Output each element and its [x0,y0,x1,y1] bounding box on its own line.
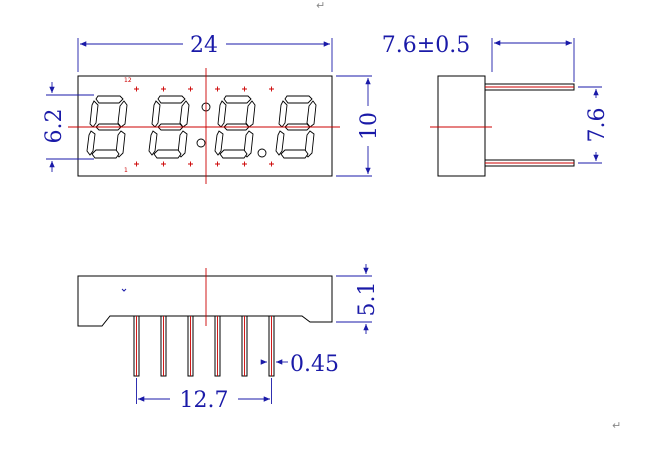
dimension-body-height: 5.1 [336,264,380,334]
height-label: 10 [357,112,382,140]
front-view: 12 1 [68,68,340,184]
pin-1-label: 1 [124,167,128,174]
dimension-pin-span: 7.6 [578,86,610,164]
dimension-depth: 7.6±0.5 [382,33,575,82]
paragraph-mark-top: ↵ [316,0,325,12]
depth-label: 7.6±0.5 [382,33,470,58]
dimension-width: 24 [77,33,333,72]
colon-dot-lower [196,138,206,148]
digit-height-label: 6.2 [42,109,67,144]
pin-12-label: 12 [124,77,132,84]
dimension-height: 10 [336,75,382,177]
pin-markers-bottom [134,161,274,167]
width-label: 24 [190,33,218,58]
side-view-body [437,75,486,177]
pin-pitch-label: 12.7 [180,388,229,413]
bottom-view-body [77,275,333,327]
decimal-point [257,148,267,158]
dimension-pin-pitch: 12.7 [136,378,272,413]
dimension-pin-diameter: 0.45 [260,352,339,377]
pins [133,315,275,377]
front-view-body [77,75,333,177]
body-height-label: 5.1 [355,282,380,317]
bottom-view [77,268,333,377]
orientation-mark [121,288,127,292]
pin-diameter-label: 0.45 [290,352,339,377]
dimension-digit-height: 6.2 [42,82,94,172]
paragraph-mark-bottom: ↵ [612,419,621,432]
pin-markers-top [134,86,274,92]
side-view [430,75,575,177]
pin-span-label: 7.6 [585,108,610,143]
